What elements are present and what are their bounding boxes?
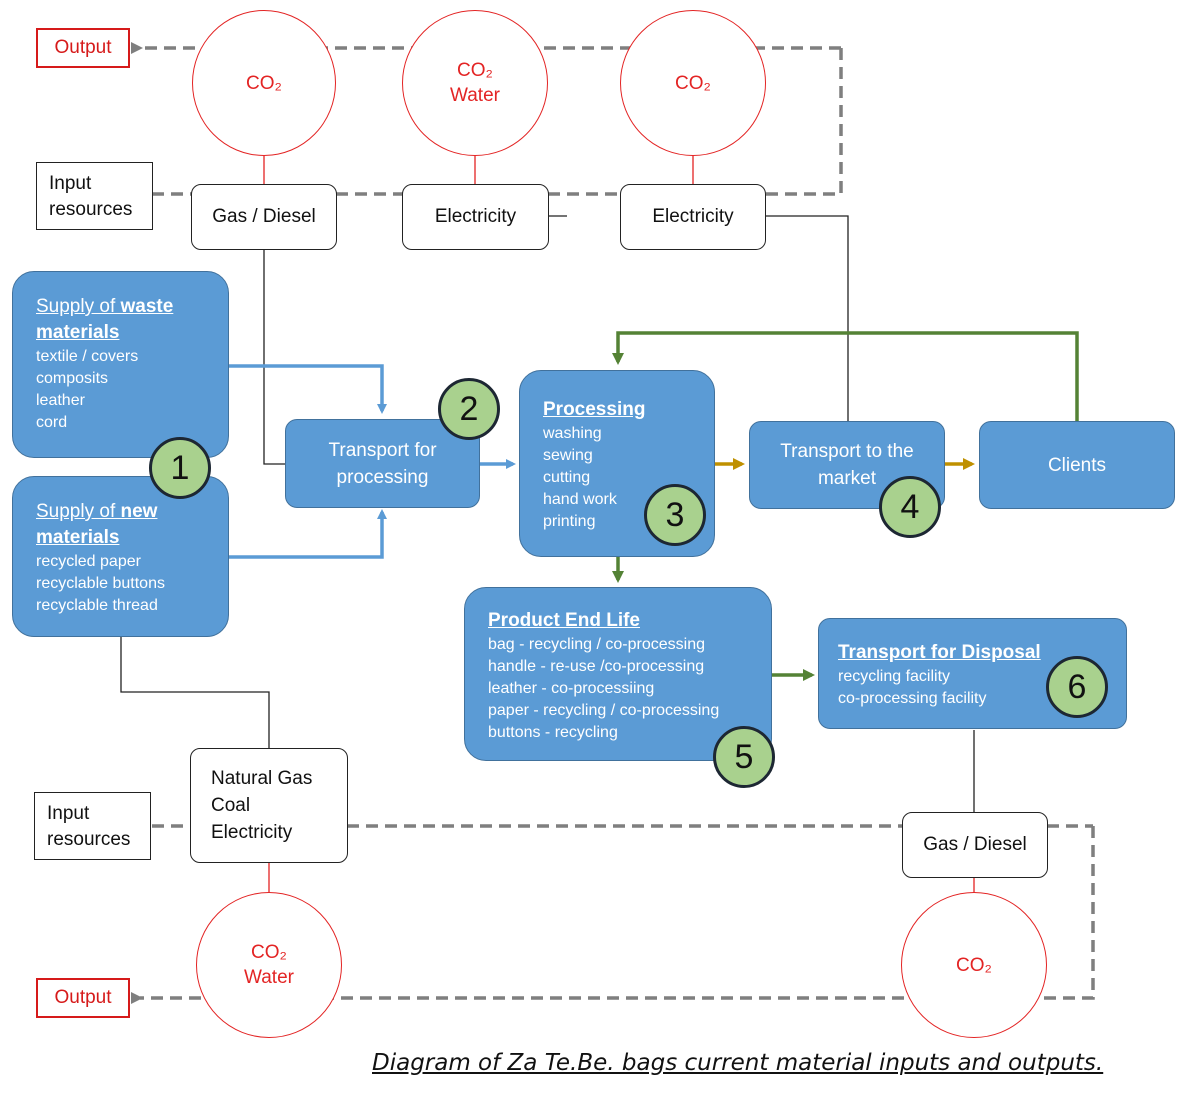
processing-item: printing (543, 513, 596, 530)
end-life-title: Product End Life (488, 610, 640, 631)
supply-new-item: recyclable thread (36, 597, 158, 614)
end-life-item: buttons - recycling (488, 724, 618, 741)
stage-number-badge-5: 5 (713, 726, 775, 788)
energy-gas-diesel-top: Gas / Diesel (191, 184, 337, 250)
output-box-top: Output (36, 28, 130, 68)
processing-item: washing (543, 425, 602, 442)
transport-disposal-item: recycling facility (838, 668, 951, 685)
processing-item: cutting (543, 469, 591, 486)
input-resources-bottom: Input resources (34, 792, 151, 860)
stage-supply-new: Supply of new materials recycled paper r… (12, 476, 229, 637)
transport-disposal-item: co-processing facility (838, 690, 987, 707)
supply-waste-item: composits (36, 370, 109, 387)
energy-electricity-1: Electricity (402, 184, 549, 250)
supply-new-item: recycled paper (36, 553, 141, 570)
stage-transport-processing: Transport for processing (285, 419, 480, 508)
stage-number-badge-1: 1 (149, 437, 211, 499)
emission-circle-gas: CO₂ (192, 10, 336, 156)
energy-electricity-2: Electricity (620, 184, 766, 250)
energy-gas-diesel-bottom: Gas / Diesel (902, 812, 1048, 878)
supply-waste-item: cord (36, 414, 68, 431)
transport-disposal-title: Transport for Disposal (838, 642, 1041, 663)
output-box-bottom: Output (36, 978, 130, 1018)
input-resources-top: Input resources (36, 162, 153, 230)
stage-supply-waste: Supply of waste materials textile / cove… (12, 271, 229, 458)
stage-number-badge-4: 4 (879, 476, 941, 538)
diagram-caption: Diagram of Za Te.Be. bags current materi… (372, 1050, 1104, 1076)
stage-product-end-life: Product End Life bag - recycling / co-pr… (464, 587, 772, 761)
processing-item: hand work (543, 491, 617, 508)
end-life-item: bag - recycling / co-processing (488, 636, 705, 653)
stage-clients: Clients (979, 421, 1175, 509)
energy-natural-gas-coal-electricity: Natural Gas Coal Electricity (190, 748, 348, 863)
end-life-item: handle - re-use /co-processing (488, 658, 705, 675)
processing-item: sewing (543, 447, 593, 464)
emission-circle-natural-gas: CO₂ Water (196, 892, 342, 1038)
end-life-item: leather - co-processiing (488, 680, 655, 697)
supply-new-item: recyclable buttons (36, 575, 165, 592)
supply-new-title: Supply of new materials (36, 501, 158, 548)
supply-waste-item: leather (36, 392, 85, 409)
stage-number-badge-6: 6 (1046, 656, 1108, 718)
emission-circle-disposal: CO₂ (901, 892, 1047, 1038)
stage-number-badge-2: 2 (438, 378, 500, 440)
processing-title: Processing (543, 399, 646, 420)
supply-waste-title: Supply of waste materials (36, 296, 174, 343)
end-life-item: paper - recycling / co-processing (488, 702, 720, 719)
bottom-output-dashed-line (131, 826, 1095, 1004)
emission-circle-electricity-2: CO₂ (620, 10, 766, 156)
emission-circle-electricity-1: CO₂ Water (402, 10, 548, 156)
stage-number-badge-3: 3 (644, 484, 706, 546)
supply-waste-item: textile / covers (36, 348, 139, 365)
